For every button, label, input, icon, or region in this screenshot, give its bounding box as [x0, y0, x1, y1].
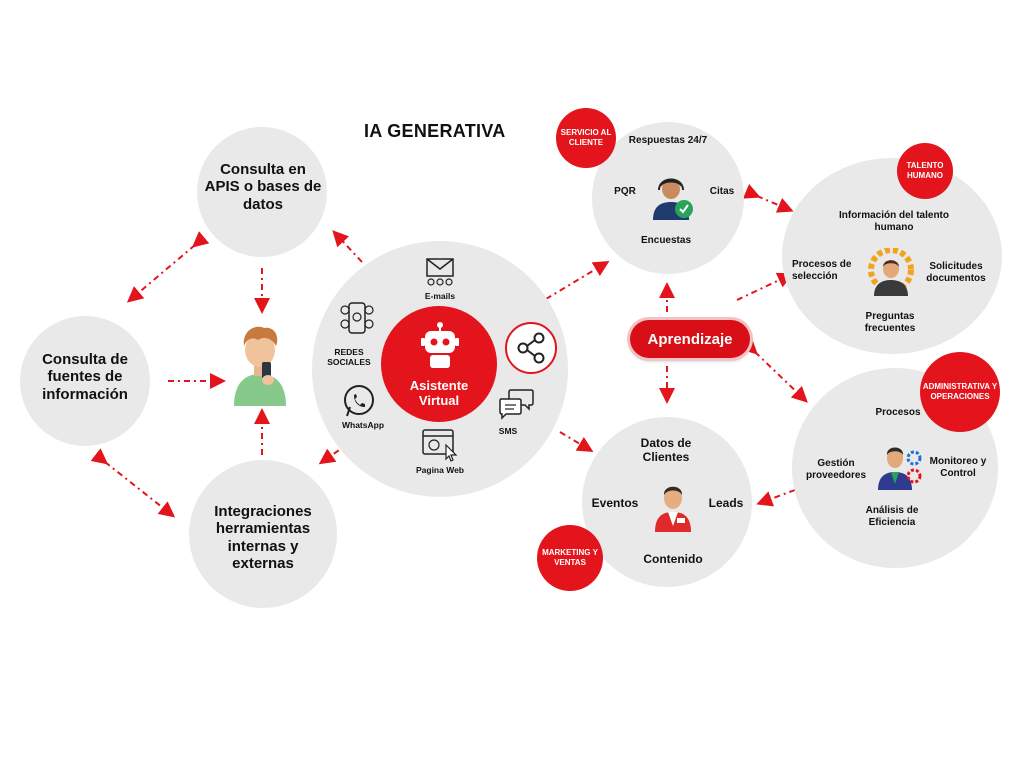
email-label: E-mails — [424, 291, 456, 301]
arrow-center-apis — [332, 230, 363, 263]
fuentes-label: Consulta de fuentes de información — [42, 351, 128, 403]
arrow-aprendizaje-admin — [740, 337, 808, 403]
talento-procesos: Procesos de selección — [792, 259, 852, 282]
seller-icon — [655, 486, 691, 532]
social-networks-icon — [340, 302, 374, 334]
arrow-servicio-talento — [742, 183, 794, 213]
integraciones-label: Integraciones herramientas internas y ex… — [214, 503, 312, 572]
marketing-leads: Leads — [708, 496, 744, 510]
page-title: IA GENERATIVA — [364, 121, 506, 141]
email-icon — [426, 258, 454, 286]
arrow-apis-fuentes — [126, 231, 210, 303]
arrow-center-servicio — [545, 260, 610, 300]
arrow-admin-marketing — [756, 489, 796, 507]
talento-preguntas: Preguntas frecuentes — [864, 311, 916, 334]
apis-circle — [197, 127, 327, 257]
talento-badge: TALENTO HUMANO — [897, 143, 953, 199]
web-label: Pagina Web — [415, 465, 465, 475]
arrow-fuentes-integraciones — [90, 448, 176, 518]
robot-icon — [421, 322, 459, 368]
web-page-icon — [422, 429, 458, 462]
marketing-datos: Datos de Clientes — [640, 436, 692, 464]
servicio-citas: Citas — [709, 186, 735, 197]
talento-solicitudes: Solicitudes documentos — [926, 261, 986, 284]
redes-label: REDES SOCIALES — [327, 347, 371, 367]
asistente-label: Asistente Virtual — [409, 378, 469, 408]
whatsapp-icon — [344, 385, 374, 417]
talento-informacion: Información del talento humano — [838, 210, 949, 233]
manager-gears-icon — [878, 447, 922, 490]
arrow-center-marketing — [559, 431, 594, 453]
hr-person-icon — [868, 248, 914, 296]
share-button[interactable] — [505, 322, 557, 374]
servicio-respuestas: Respuestas 24/7 — [628, 135, 708, 146]
administrativa-procesos: Procesos — [875, 407, 921, 418]
marketing-badge: MARKETING Y VENTAS — [537, 525, 603, 591]
fuentes-circle — [20, 316, 150, 446]
marketing-eventos: Eventos — [591, 496, 639, 510]
sms-icon — [499, 389, 534, 420]
aprendizaje-button[interactable]: Aprendizaje — [630, 320, 750, 358]
apis-label: Consulta en APIS o bases de datos — [204, 161, 322, 213]
whatsapp-label: WhatsApp — [341, 420, 385, 430]
administrativa-monitoreo: Monitoreo y Control — [929, 456, 987, 479]
servicio-pqr: PQR — [614, 186, 636, 197]
integraciones-circle — [189, 460, 337, 608]
administrativa-gestion: Gestión proveedores — [805, 458, 867, 481]
administrativa-analisis: Análisis de Eficiencia — [865, 505, 919, 528]
servicio-badge: SERVICIO AL CLIENTE — [556, 108, 616, 168]
marketing-contenido: Contenido — [643, 552, 703, 566]
talento-circle — [782, 158, 1002, 354]
share-icon — [517, 332, 545, 364]
arrow-aprendizaje-talento — [736, 272, 794, 301]
servicio-encuestas: Encuestas — [640, 235, 692, 246]
call-agent-icon — [653, 178, 693, 220]
person-phone-icon — [234, 326, 286, 406]
sms-label: SMS — [498, 426, 518, 436]
administrativa-badge: ADMINISTRATIVA Y OPERACIONES — [920, 352, 1000, 432]
